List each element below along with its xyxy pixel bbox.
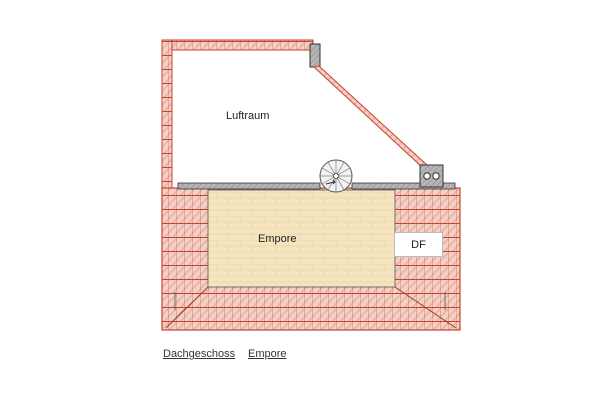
nav-link-dachgeschoss[interactable]: Dachgeschoss xyxy=(163,348,236,360)
spiral-staircase-icon xyxy=(319,159,353,193)
room-label-df: DF xyxy=(411,238,426,251)
railing xyxy=(177,182,456,190)
nav-link-empore[interactable]: Empore xyxy=(248,348,287,360)
luftraum-walls xyxy=(161,39,429,189)
empore-floor xyxy=(207,189,396,288)
chimney xyxy=(419,164,444,188)
df-box: DF xyxy=(394,232,443,257)
room-label-luftraum: Luftraum xyxy=(226,110,270,122)
room-label-empore: Empore xyxy=(258,233,297,245)
